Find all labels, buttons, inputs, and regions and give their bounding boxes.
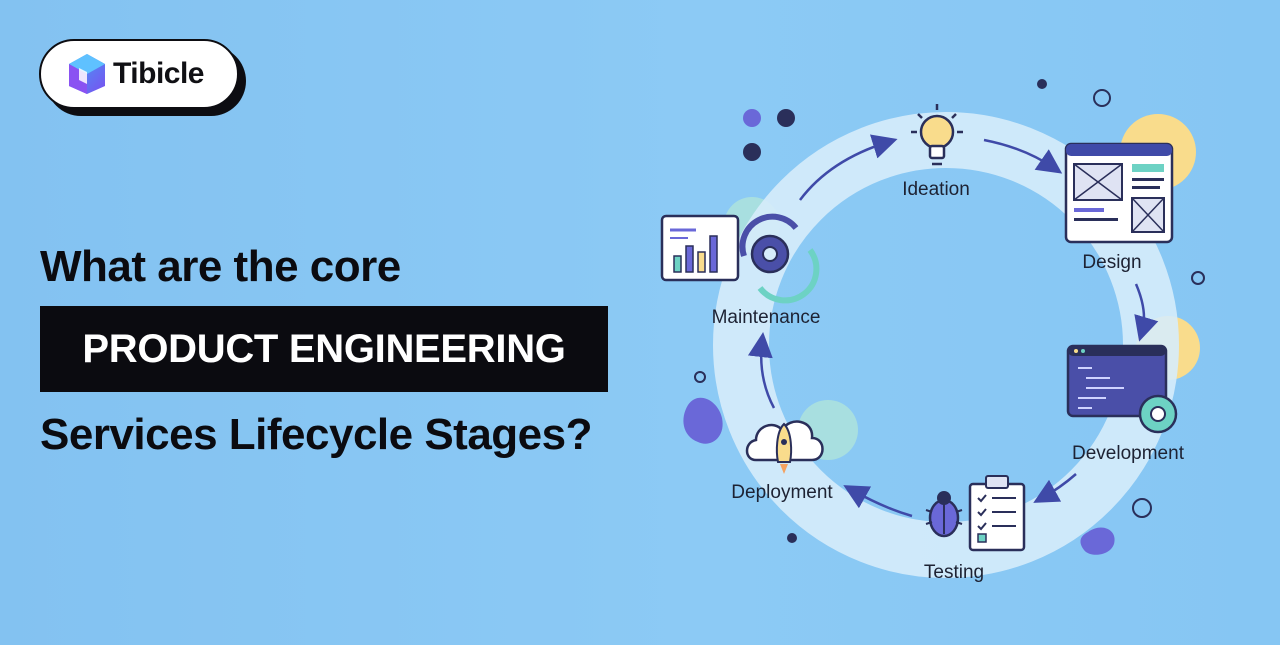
brand-logo[interactable]: Tibicle bbox=[39, 39, 239, 109]
arrow-testing-to-deployment bbox=[843, 485, 913, 518]
arrow-deployment-to-maintenance bbox=[747, 332, 776, 409]
stage-label-design: Design bbox=[1082, 252, 1142, 273]
headline-line-2: PRODUCT ENGINEERING bbox=[82, 326, 566, 371]
deco-ring bbox=[1093, 89, 1111, 107]
lightbulb-icon bbox=[911, 104, 963, 166]
code-window-icon bbox=[1066, 344, 1178, 434]
stage-label-deployment: Deployment bbox=[731, 482, 833, 503]
lifecycle-svg bbox=[660, 79, 1205, 578]
deco-dot bbox=[743, 143, 761, 161]
deco-dot bbox=[1037, 79, 1047, 89]
deco-dot bbox=[787, 533, 797, 543]
cloud-rocket-icon bbox=[745, 420, 824, 474]
lifecycle-diagram: Ideation Design Development Testing Depl… bbox=[640, 60, 1280, 640]
stage-label-testing: Testing bbox=[923, 562, 985, 583]
deco-dot bbox=[777, 109, 795, 127]
arrow-maintenance-to-ideation bbox=[799, 134, 898, 201]
stage-label-development: Development bbox=[1072, 443, 1184, 464]
headline-line-1: What are the core bbox=[40, 242, 401, 291]
deco-purple-blob-right bbox=[1080, 527, 1115, 555]
deco-purple-blob-left bbox=[683, 397, 723, 444]
deco-dot bbox=[743, 109, 761, 127]
headline-highlight-band: PRODUCT ENGINEERING bbox=[40, 306, 608, 392]
wireframe-icon bbox=[1064, 142, 1174, 244]
deco-ring bbox=[694, 371, 706, 383]
arrow-ideation-to-design bbox=[983, 138, 1063, 174]
stage-label-maintenance: Maintenance bbox=[711, 307, 821, 328]
tibicle-logo-icon bbox=[69, 54, 105, 94]
arrow-development-to-testing bbox=[1033, 473, 1077, 503]
bug-checklist-icon bbox=[925, 475, 1026, 552]
gear-chart-icon bbox=[660, 213, 820, 304]
arrow-design-to-development bbox=[1134, 283, 1159, 342]
brand-name: Tibicle bbox=[113, 57, 204, 90]
headline-line-3: Services Lifecycle Stages? bbox=[40, 410, 593, 459]
stage-label-ideation: Ideation bbox=[902, 179, 970, 200]
deco-ring bbox=[1191, 271, 1205, 285]
deco-ring bbox=[1132, 498, 1152, 518]
